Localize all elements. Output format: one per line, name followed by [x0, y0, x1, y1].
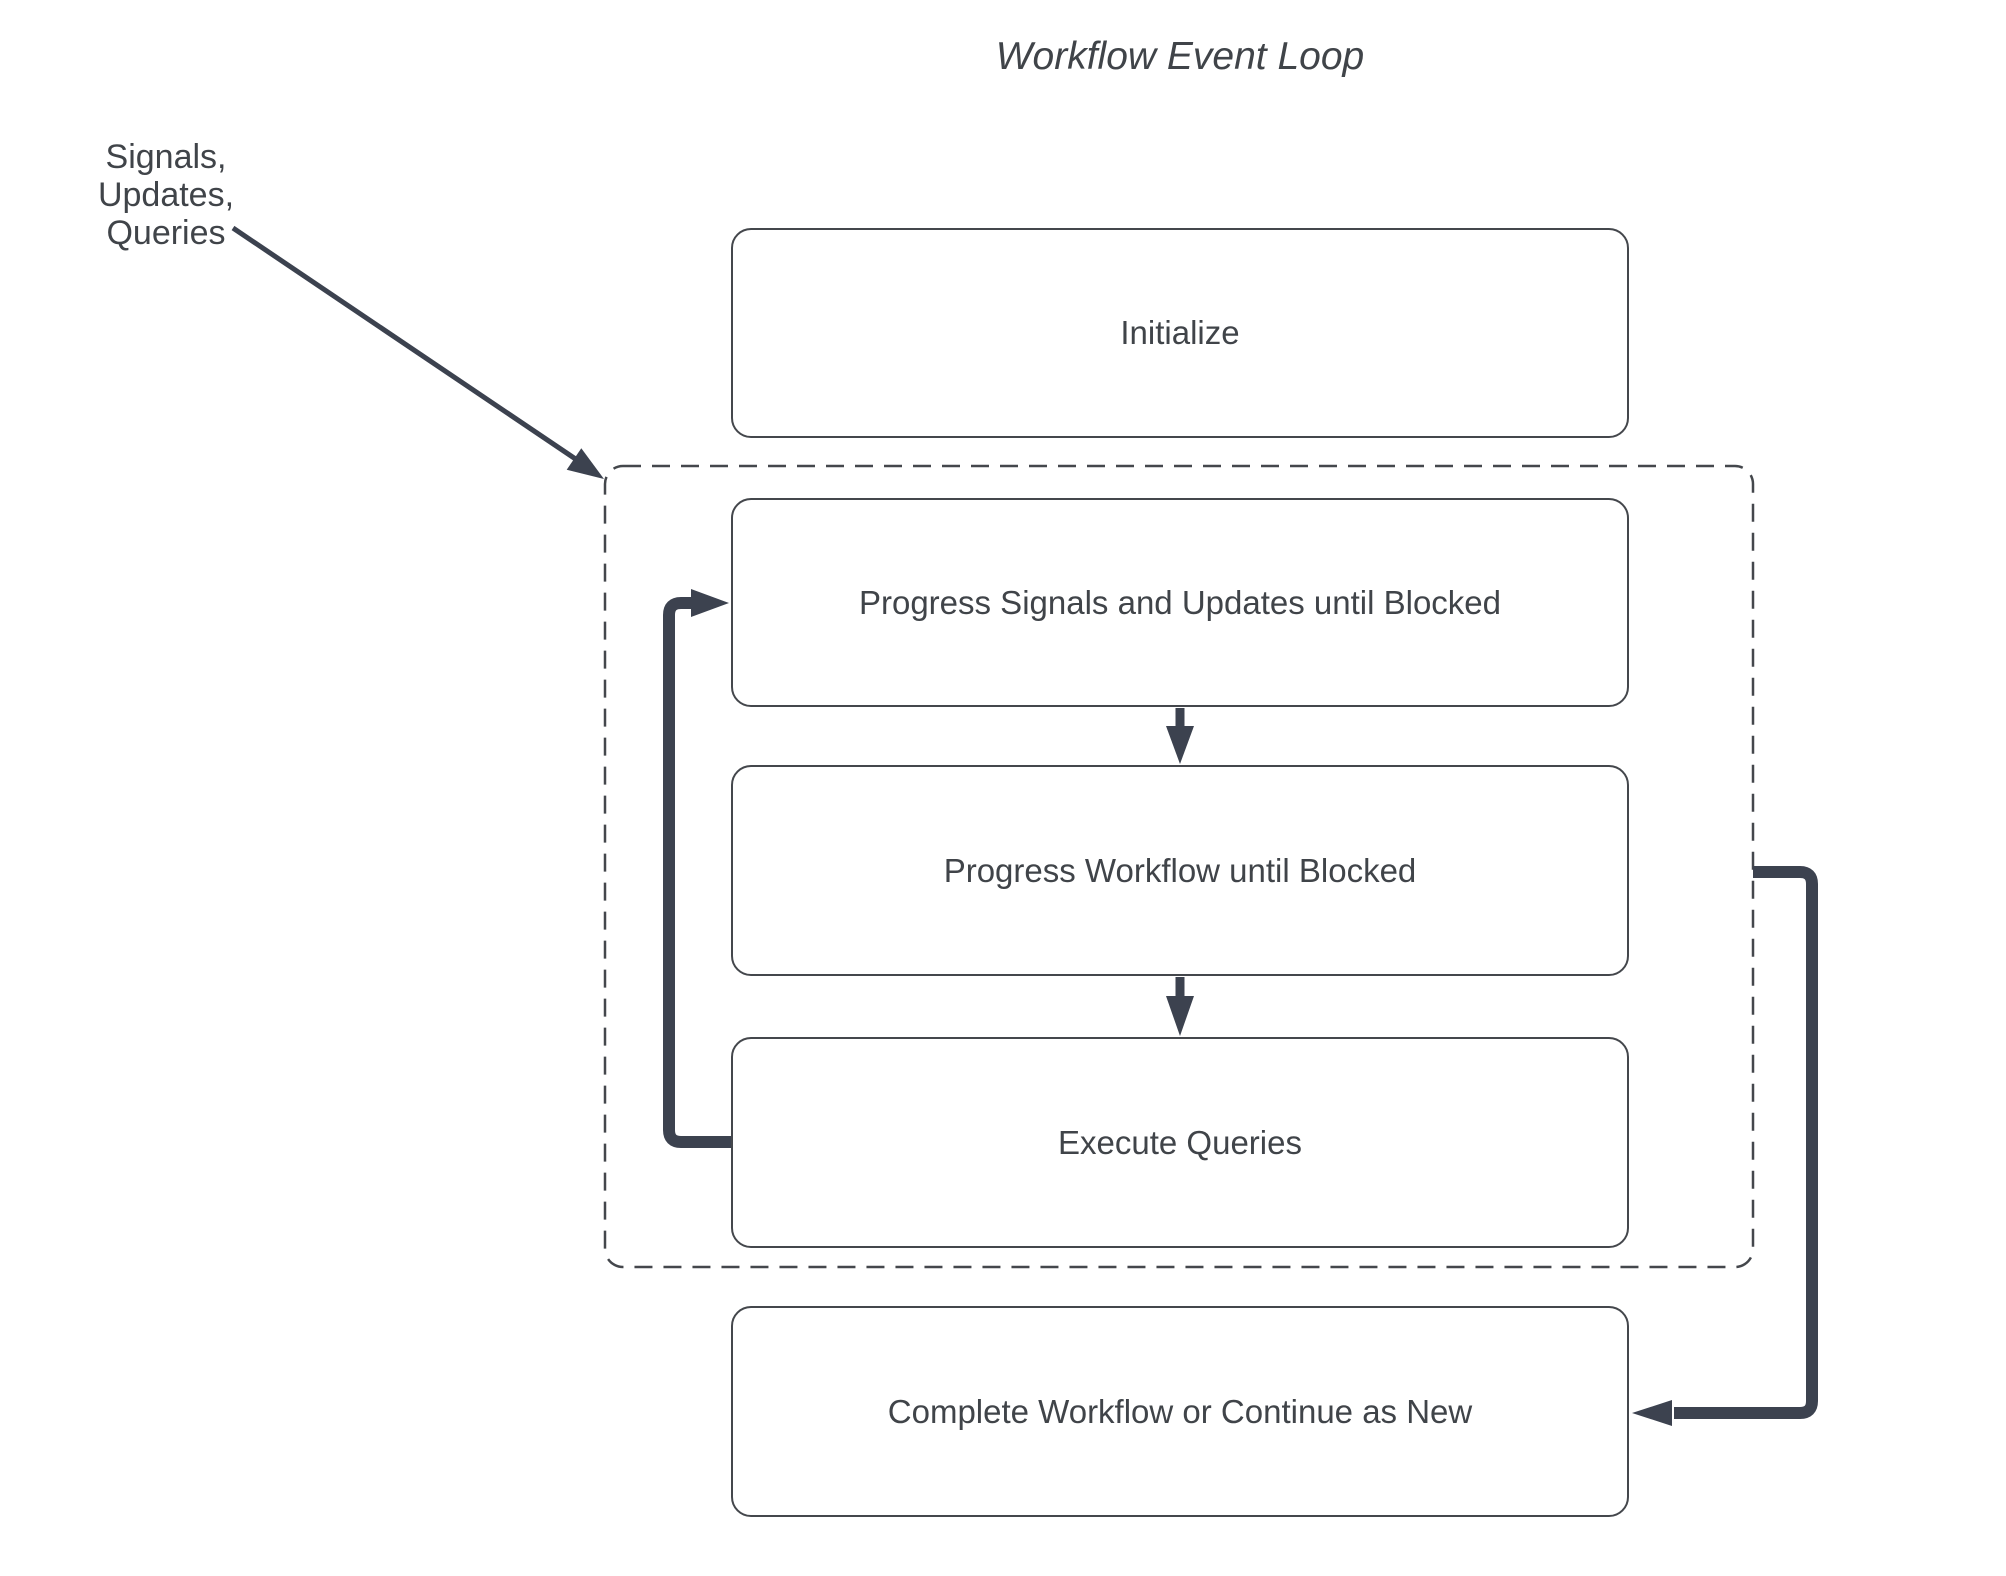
- node-progress-workflow-label: Progress Workflow until Blocked: [943, 851, 1417, 889]
- node-execute-queries: Execute Queries: [731, 1037, 1629, 1248]
- node-initialize: Initialize: [731, 228, 1629, 438]
- diagram-title: Workflow Event Loop: [995, 35, 1365, 78]
- node-progress-signals-and-updates: Progress Signals and Updates until Block…: [731, 498, 1629, 707]
- signals-input-arrow: [231, 225, 604, 479]
- loop-arrow-execute-queries-to-progress-signals: [663, 589, 731, 1148]
- node-progress-signals-and-updates-label: Progress Signals and Updates until Block…: [858, 583, 1502, 621]
- arrow-progress-workflow-to-execute-queries: [1166, 977, 1194, 1036]
- node-progress-workflow: Progress Workflow until Blocked: [731, 765, 1629, 976]
- node-complete-workflow: Complete Workflow or Continue as New: [731, 1306, 1629, 1517]
- arrow-progress-signals-to-progress-workflow: [1166, 708, 1194, 764]
- node-initialize-label: Initialize: [1120, 314, 1240, 351]
- node-execute-queries-label: Execute Queries: [1058, 1123, 1302, 1161]
- annotation-signals-updates-queries: Signals, Updates, Queries: [97, 138, 235, 253]
- node-complete-workflow-label: Complete Workflow or Continue as New: [887, 1392, 1473, 1430]
- arrow-event-loop-to-complete: [1632, 866, 1818, 1426]
